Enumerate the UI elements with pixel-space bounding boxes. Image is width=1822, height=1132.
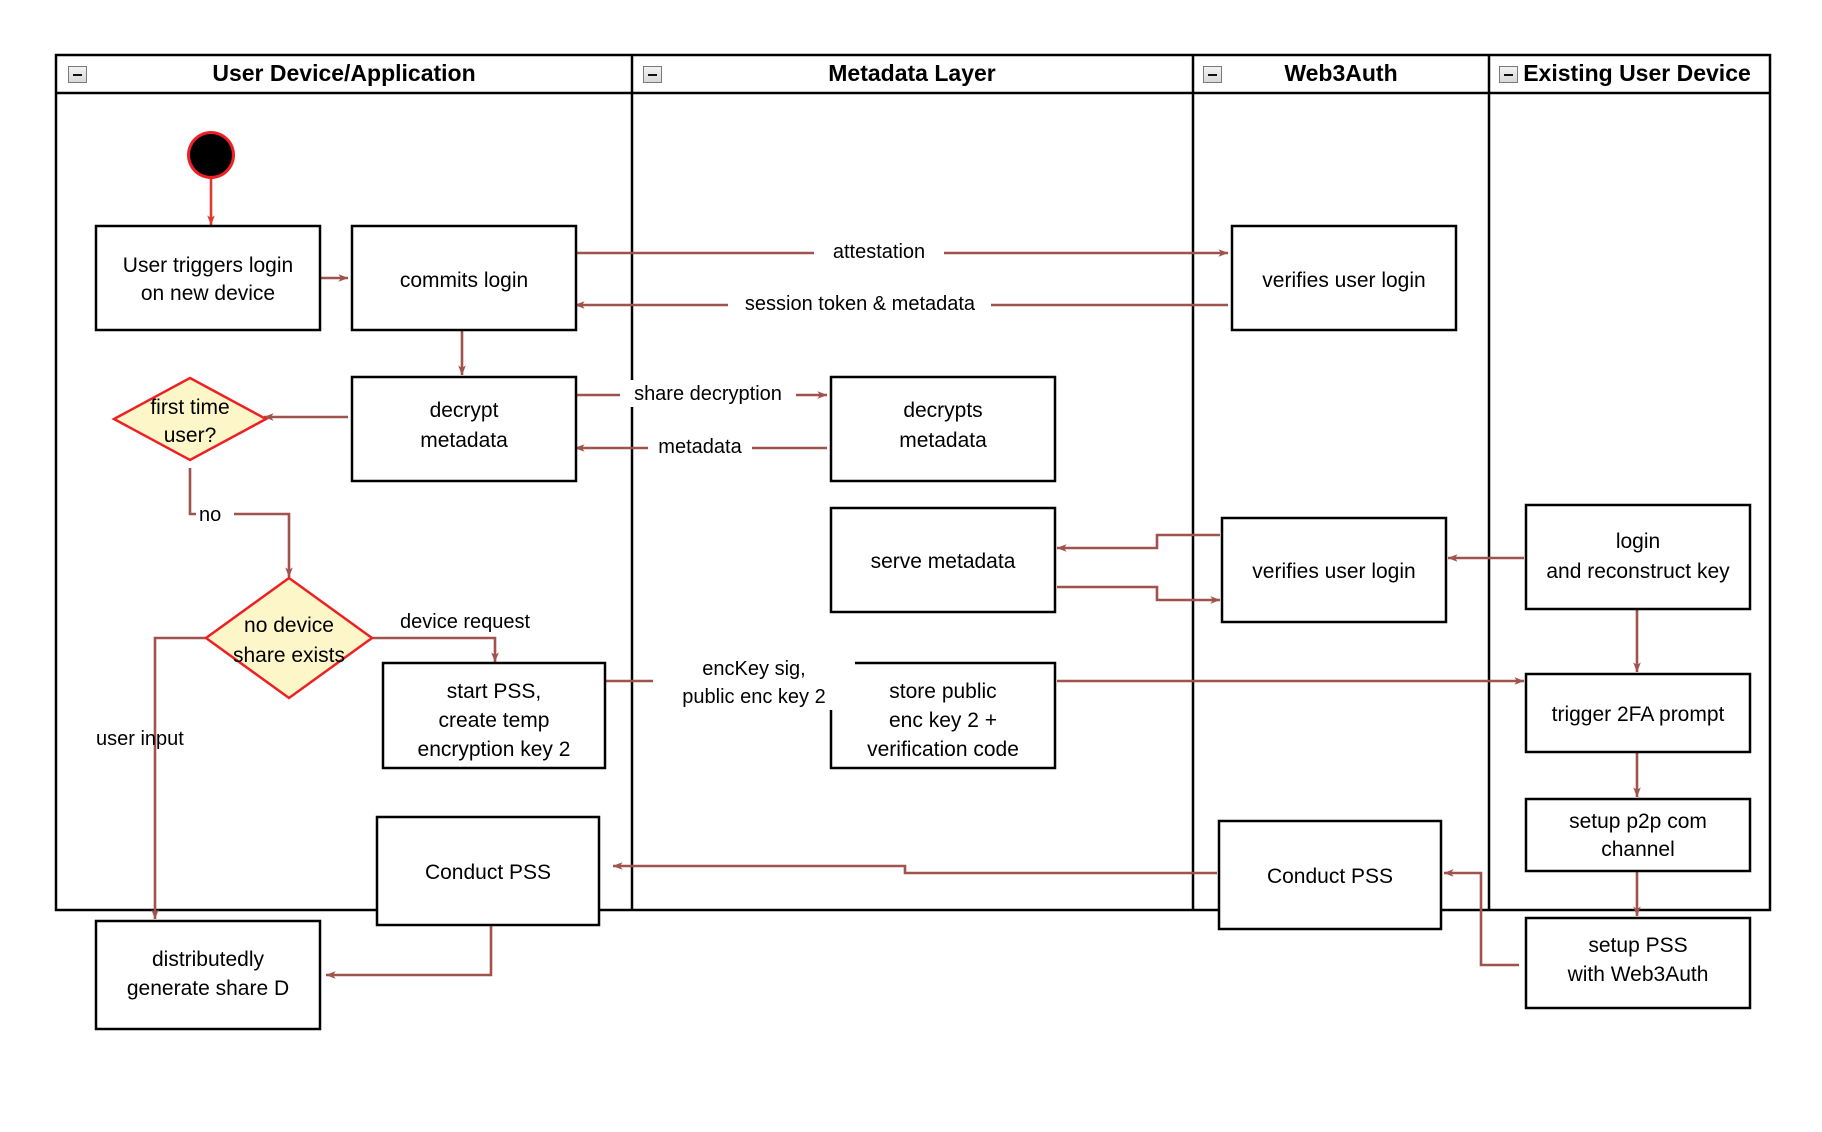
node-label-line: setup PSS [1588,934,1687,957]
node-commits-login: commits login [350,224,578,332]
node-label-line: metadata [420,429,508,452]
node-serve-metadata: serve metadata [829,506,1057,614]
node-label-line: start PSS, [447,680,542,703]
node-user-triggers-login: User triggers login on new device [94,224,322,332]
edge-conduct-pss-web3auth-to-user [612,862,1217,875]
lane-title-metadata: Metadata Layer [828,60,996,86]
node-label-line: with Web3Auth [1567,963,1709,986]
edge-label-device-request: device request [400,611,531,633]
svg-text:encKey sig,: encKey sig, [702,658,805,680]
minus-box-icon-metadata[interactable] [643,66,662,83]
node-label-line: serve metadata [871,550,1016,573]
node-label-line: decrypt [430,399,499,422]
edge-label-enckey-sig: encKey sig, public enc key 2 [653,652,855,710]
lane-title-web3auth: Web3Auth [1284,60,1397,86]
minus-box-icon-existing-device[interactable] [1499,66,1518,83]
node-label-line: metadata [899,429,987,452]
node-label-line: first time [150,396,229,419]
node-decrypt-metadata: decrypt metadata [350,375,578,483]
node-label-line: Conduct PSS [1267,865,1393,888]
node-setup-p2p-com-channel: setup p2p com channel [1524,797,1752,873]
node-label-line: on new device [141,282,275,305]
node-verifies-user-login-1: verifies user login [1230,224,1458,332]
node-distributedly-generate-share-d: distributedly generate share D [94,919,322,1031]
node-conduct-pss-user: Conduct PSS [375,815,601,927]
node-label-line: user? [164,424,217,447]
node-label-line: and reconstruct key [1546,560,1730,583]
edge-label-session-token-metadata: session token & metadata [728,290,991,317]
svg-text:no: no [199,504,221,526]
node-label-line: channel [1601,838,1675,861]
svg-text:public enc key 2: public enc key 2 [682,686,825,708]
edge-device-request [370,636,499,663]
node-label-line: share exists [233,644,345,667]
edge-conduct-pss-to-generate-share-d [325,925,493,979]
node-label-line: trigger 2FA prompt [1552,703,1725,726]
lane-title-existing-device: Existing User Device [1523,60,1751,86]
node-label-line: encryption key 2 [418,738,571,761]
node-first-time-user: first time user? [111,376,269,462]
lane-title-user-device: User Device/Application [212,60,475,86]
node-label-line: distributedly [152,948,265,971]
node-label-line: Conduct PSS [425,861,551,884]
node-label-line: verifies user login [1252,560,1415,583]
svg-text:metadata: metadata [658,436,742,458]
svg-text:session token & metadata: session token & metadata [745,293,976,315]
minus-box-icon-web3auth[interactable] [1203,66,1222,83]
node-label-line: decrypts [903,399,982,422]
node-label-line: store public [889,680,996,703]
edge-verifies-2-to-serve-metadata [1056,533,1220,552]
edge-setup-pss-to-conduct-pss-web3auth [1443,869,1519,967]
edge-label-metadata: metadata [648,433,752,460]
node-start [187,131,235,179]
svg-text:user input: user input [96,728,184,750]
node-setup-pss-with-web3auth: setup PSS with Web3Auth [1524,916,1752,1010]
node-label-line: generate share D [127,977,289,1000]
edge-label-share-decryption: share decryption [620,380,796,407]
node-label-line: no device [244,614,334,637]
node-start-pss-create-temp-key: start PSS, create temp encryption key 2 [381,661,607,770]
node-login-and-reconstruct-key: login and reconstruct key [1524,503,1752,611]
node-label-line: setup p2p com [1569,810,1707,833]
node-no-device-share-exists: no device share exists [203,576,375,700]
node-label-line: create temp [439,709,550,732]
node-label-line: enc key 2 + [889,709,997,732]
node-verifies-user-login-2: verifies user login [1220,516,1448,624]
edge-label-attestation: attestation [814,238,944,265]
node-label-line: verification code [867,738,1019,761]
edge-label-no: no [196,501,234,528]
edge-serve-metadata-to-verifies-2 [1057,585,1221,604]
svg-text:device request: device request [400,611,531,633]
minus-box-icon-user-device[interactable] [68,66,87,83]
node-decrypts-metadata: decrypts metadata [829,375,1057,483]
edge-user-input [151,636,208,920]
node-label-line: User triggers login [123,254,293,277]
node-conduct-pss-web3auth: Conduct PSS [1217,819,1443,931]
svg-text:share decryption: share decryption [634,383,782,405]
edge-label-user-input: user input [96,728,184,750]
svg-text:attestation: attestation [833,241,925,263]
swimlane-frame [54,53,1772,912]
node-label-line: commits login [400,269,528,292]
node-label-line: login [1616,530,1660,553]
node-trigger-2fa-prompt: trigger 2FA prompt [1524,672,1752,754]
edge-no-branch [188,468,293,578]
node-label-line: verifies user login [1262,269,1425,292]
node-store-public-enc-key: store public enc key 2 + verification co… [829,661,1057,770]
